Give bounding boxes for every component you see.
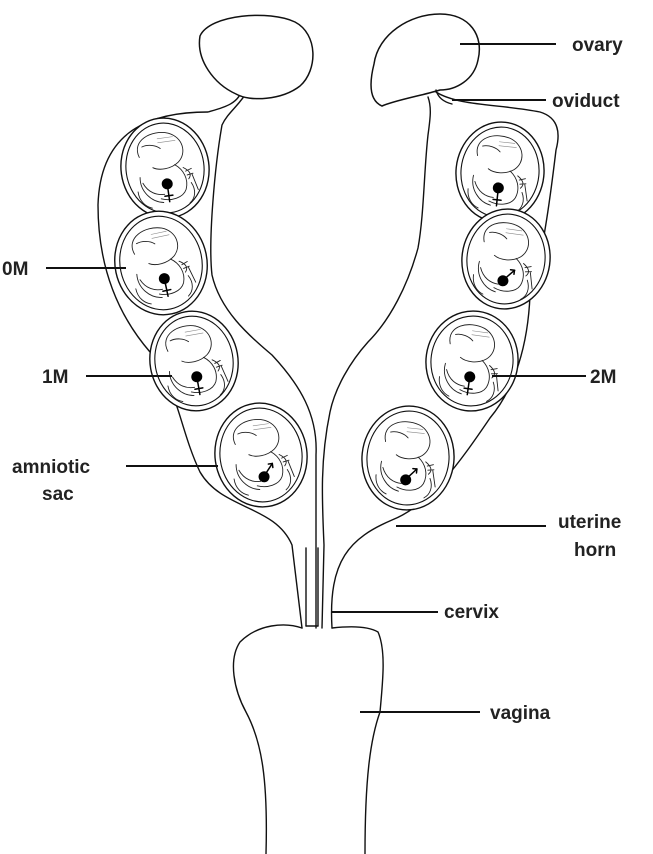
amniotic-sac-right-3 [419, 305, 524, 417]
cervix-label: cervix [444, 602, 499, 623]
zero-m-label: 0M [2, 259, 28, 280]
vagina-outline [233, 625, 302, 854]
amniotic-sac-right-2 [455, 203, 556, 314]
vagina-label: vagina [490, 703, 551, 724]
amniotic-sac-left-2 [105, 203, 217, 324]
uterine-horn-label-line1: uterine [558, 512, 621, 533]
amniotic-sac-label-line2: sac [42, 484, 74, 505]
amniotic-sac-right-4 [357, 401, 459, 514]
ovary-label: ovary [572, 35, 623, 56]
left-ovary [199, 15, 312, 98]
one-m-label: 1M [42, 367, 68, 388]
oviduct-label: oviduct [552, 91, 620, 112]
amniotic-sac-left-3 [142, 304, 246, 418]
uterine-horn-label-line2: horn [574, 540, 616, 561]
right-horn-inner-edge [322, 97, 430, 628]
two-m-label: 2M [590, 367, 616, 388]
amniotic-sacs [105, 112, 556, 514]
amniotic-sac-left-1 [114, 112, 215, 223]
right-ovary [371, 14, 479, 106]
amniotic-sac-label-line1: amniotic [12, 457, 91, 478]
vagina-outline-right [332, 627, 383, 854]
oviduct-tube [436, 90, 452, 104]
